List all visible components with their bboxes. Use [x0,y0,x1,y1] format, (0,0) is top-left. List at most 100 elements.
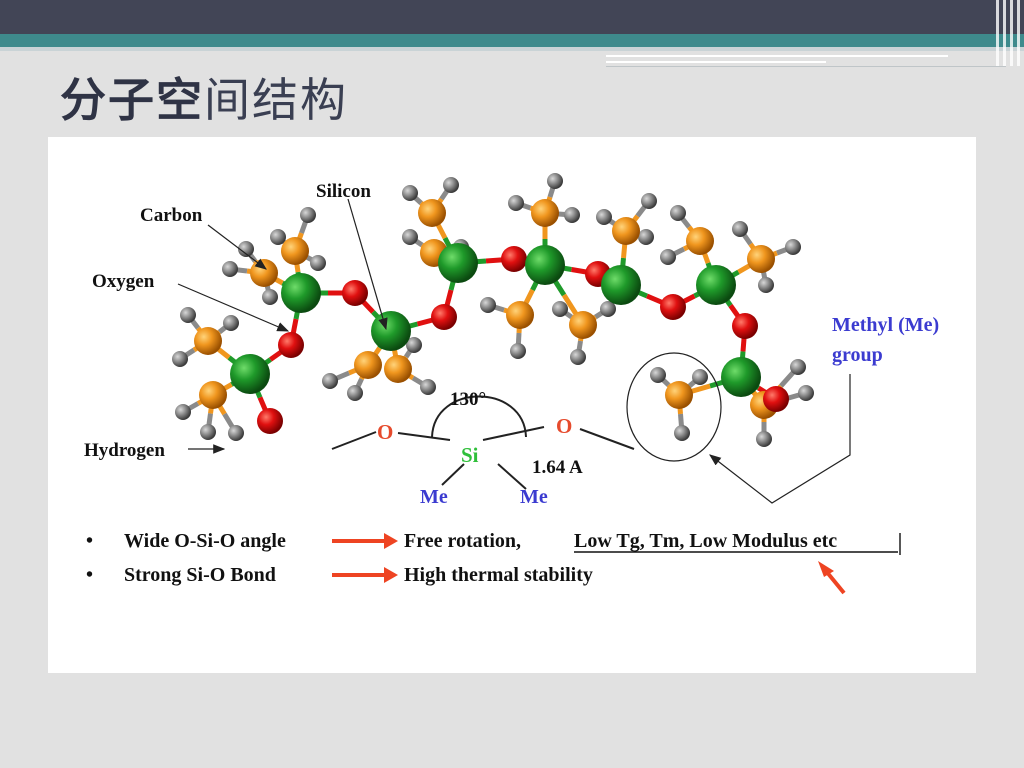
silicon-atom [371,311,411,351]
oxygen-atom [342,280,368,306]
bullet-note: Low Tg, Tm, Low Modulus etc [574,530,837,552]
bond-length-label: 1.64 A [532,457,583,478]
oxygen-atom [501,246,527,272]
oxygen-atom [660,294,686,320]
oxygen-atom [257,408,283,434]
red-arrow-icon [332,533,398,549]
silicon-atom [525,245,565,285]
hydrogen-atom [756,431,772,447]
carbon-atom [354,351,382,379]
hydrogen-atom [200,424,216,440]
hydrogen-atom [790,359,806,375]
carbon-atom [747,245,775,273]
header-accent-line [606,66,1006,67]
hydrogen-atom [172,351,188,367]
methyl-symbol-left: Me [420,486,448,508]
silicon-atom [438,243,478,283]
hydrogen-atom [660,249,676,265]
hydrogen-atom [262,289,278,305]
hydrogen-atom [732,221,748,237]
hydrogen-atom [670,205,686,221]
corner-decoration [994,0,1024,66]
methyl-symbol-right: Me [520,486,548,508]
carbon-atom [281,237,309,265]
silicon-atom [696,265,736,305]
hydrogen-atom [402,185,418,201]
molecule-figure: Carbon Oxygen Silicon Hydrogen Methyl (M… [48,137,976,673]
silicon-atom [721,357,761,397]
silicon-atom [601,265,641,305]
hydrogen-atom [322,373,338,389]
hydrogen-atom [175,404,191,420]
hydrogen-atom [638,229,654,245]
header-accent-line [606,61,826,63]
slide-title: 分子空间结构 [60,64,348,130]
carbon-atom [194,327,222,355]
silicon-atom [281,273,321,313]
hydrogen-atom [402,229,418,245]
pointer-arrow-icon [818,561,846,595]
hydrogen-atom [223,315,239,331]
slide-title-bold: 分子空 [60,73,204,127]
hydrogen-atom [564,207,580,223]
hydrogen-atom [508,195,524,211]
oxygen-atom [278,332,304,358]
hydrogen-atom [641,193,657,209]
carbon-atom [199,381,227,409]
hydrogen-atom [600,301,616,317]
hydrogen-atom [180,307,196,323]
methyl-label-group: group [832,344,883,366]
carbon-atom [612,217,640,245]
hydrogen-atom [758,277,774,293]
molecule-atoms [172,173,814,447]
hydrogen-atom [510,343,526,359]
molecule-diagram: Carbon Oxygen Silicon Hydrogen Methyl (M… [84,173,939,595]
hydrogen-atom [228,425,244,441]
red-arrow-icon [332,567,398,583]
bond-angle-label: 130° [450,389,486,410]
hydrogen-atom [692,369,708,385]
bullet-marker: • [86,530,93,552]
silicon-label: Silicon [316,181,371,202]
bullet-property: Wide O-Si-O angle [124,530,286,552]
oxygen-atom [732,313,758,339]
hydrogen-atom [480,297,496,313]
bullet-effect: High thermal stability [404,564,593,586]
header-light-band [0,47,1024,51]
header-teal-band [0,34,1024,47]
carbon-label: Carbon [140,205,203,226]
carbon-atom [686,227,714,255]
hydrogen-atom [547,173,563,189]
hydrogen-atom [406,337,422,353]
silicon-atom [230,354,270,394]
hydrogen-atom [300,207,316,223]
oxygen-symbol-right: O [556,414,572,438]
hydrogen-atom [596,209,612,225]
label-pointers [177,198,851,504]
hydrogen-label: Hydrogen [84,440,165,461]
bullet-property: Strong Si-O Bond [124,564,276,586]
carbon-atom [665,381,693,409]
hydrogen-atom [347,385,363,401]
carbon-atom [569,311,597,339]
hydrogen-atom [270,229,286,245]
hydrogen-atom [570,349,586,365]
bullet-marker: • [86,564,93,586]
header-dark-band [0,0,1024,34]
hydrogen-atom [443,177,459,193]
silicon-symbol: Si [461,443,479,467]
hydrogen-atom [222,261,238,277]
carbon-atom [250,259,278,287]
hydrogen-atom [420,379,436,395]
methyl-label: Methyl (Me) [832,314,939,336]
hydrogen-atom [798,385,814,401]
hydrogen-atom [785,239,801,255]
carbon-atom [531,199,559,227]
slide-title-light: 间结构 [204,73,348,127]
hydrogen-atom [552,301,568,317]
hydrogen-atom [310,255,326,271]
header-accent-line [606,55,948,57]
oxygen-label: Oxygen [92,271,155,292]
hydrogen-atom [650,367,666,383]
carbon-atom [506,301,534,329]
